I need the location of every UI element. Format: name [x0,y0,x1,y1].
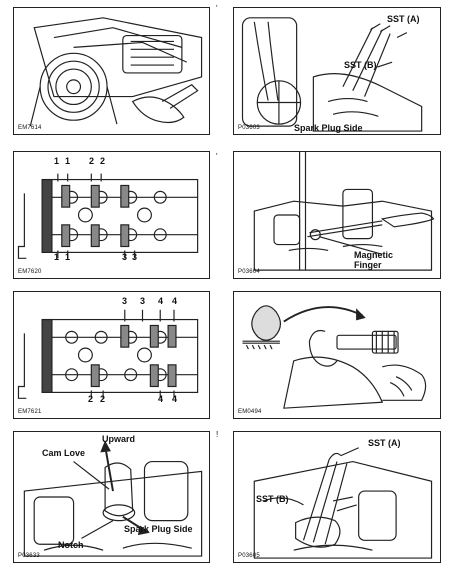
figure-code: EM0494 [238,409,262,415]
figure-cam-cap-order-2: 3 3 4 4 2 2 4 4 EM7621 [13,291,210,419]
magnetic-finger-illustration [253,152,435,271]
crankshaft-pulley-illustration [29,17,203,127]
figure-code: EM7621 [18,409,42,415]
cap-number: 3 [122,296,128,306]
spark-plug-side-label: Spark Plug Side [294,123,363,133]
figure-lifter-install: Cam Love Upward Notch Spark Plug Side P0… [13,431,210,563]
figure-code: EM7620 [18,269,42,275]
figure-code: P03605 [238,553,260,559]
notch-label: Notch [58,540,84,550]
micrometer-illustration [242,305,427,409]
magnetic-finger-label: Magnetic Finger [354,250,394,270]
cap-number: 3 [122,252,128,262]
figure-crankshaft-pulley: EM7614 [13,7,210,135]
cap-number: 3 [140,296,146,306]
margin-mark: ' [216,4,218,13]
cap-number: 2 [88,394,94,404]
cap-number: 4 [158,296,164,306]
cap-number: 2 [100,156,106,166]
figure-micrometer: EM0494 [233,291,441,419]
sst-a-label: SST (A) [387,14,420,24]
cap-number: 1 [54,156,60,166]
upward-label: Upward [102,434,136,444]
cap-number: 1 [54,252,60,262]
figure-code: P03604 [238,269,260,275]
figure-code: EM7614 [18,125,42,131]
cap-number: 4 [158,394,164,404]
cap-number: 3 [132,252,138,262]
cap-number: 4 [172,394,178,404]
lifter-install-illustration [23,440,203,557]
sst-install-illustration [253,447,433,559]
figure-sst-install-bottom: SST (A) SST (B) P03605 [233,431,441,563]
figure-sst-install-top: SST (A) SST (B) Spark Plug Side P03603 [233,7,441,135]
figure-cam-cap-order-1: 1 1 2 2 1 1 3 3 EM7620 [13,151,210,279]
sst-install-illustration [241,17,423,132]
spark-plug-side-label: Spark Plug Side [124,524,193,534]
cap-number: 2 [89,156,95,166]
sst-b-label: SST (B) [256,494,289,504]
margin-mark: ! [216,430,219,439]
figure-code: P03633 [18,553,40,559]
figure-code: P03603 [238,125,260,131]
sst-b-label: SST (B) [344,60,377,70]
cap-number: 4 [172,296,178,306]
cam-lobe-label: Cam Love [42,448,86,458]
figure-magnetic-finger: Magnetic Finger P03604 [233,151,441,279]
cap-number: 2 [100,394,106,404]
sst-a-label: SST (A) [368,438,401,448]
cap-number: 1 [65,156,71,166]
cap-number: 1 [65,252,71,262]
margin-mark: ' [216,152,218,161]
cylinder-head-top-view [17,173,199,259]
cylinder-head-top-view [17,309,199,399]
